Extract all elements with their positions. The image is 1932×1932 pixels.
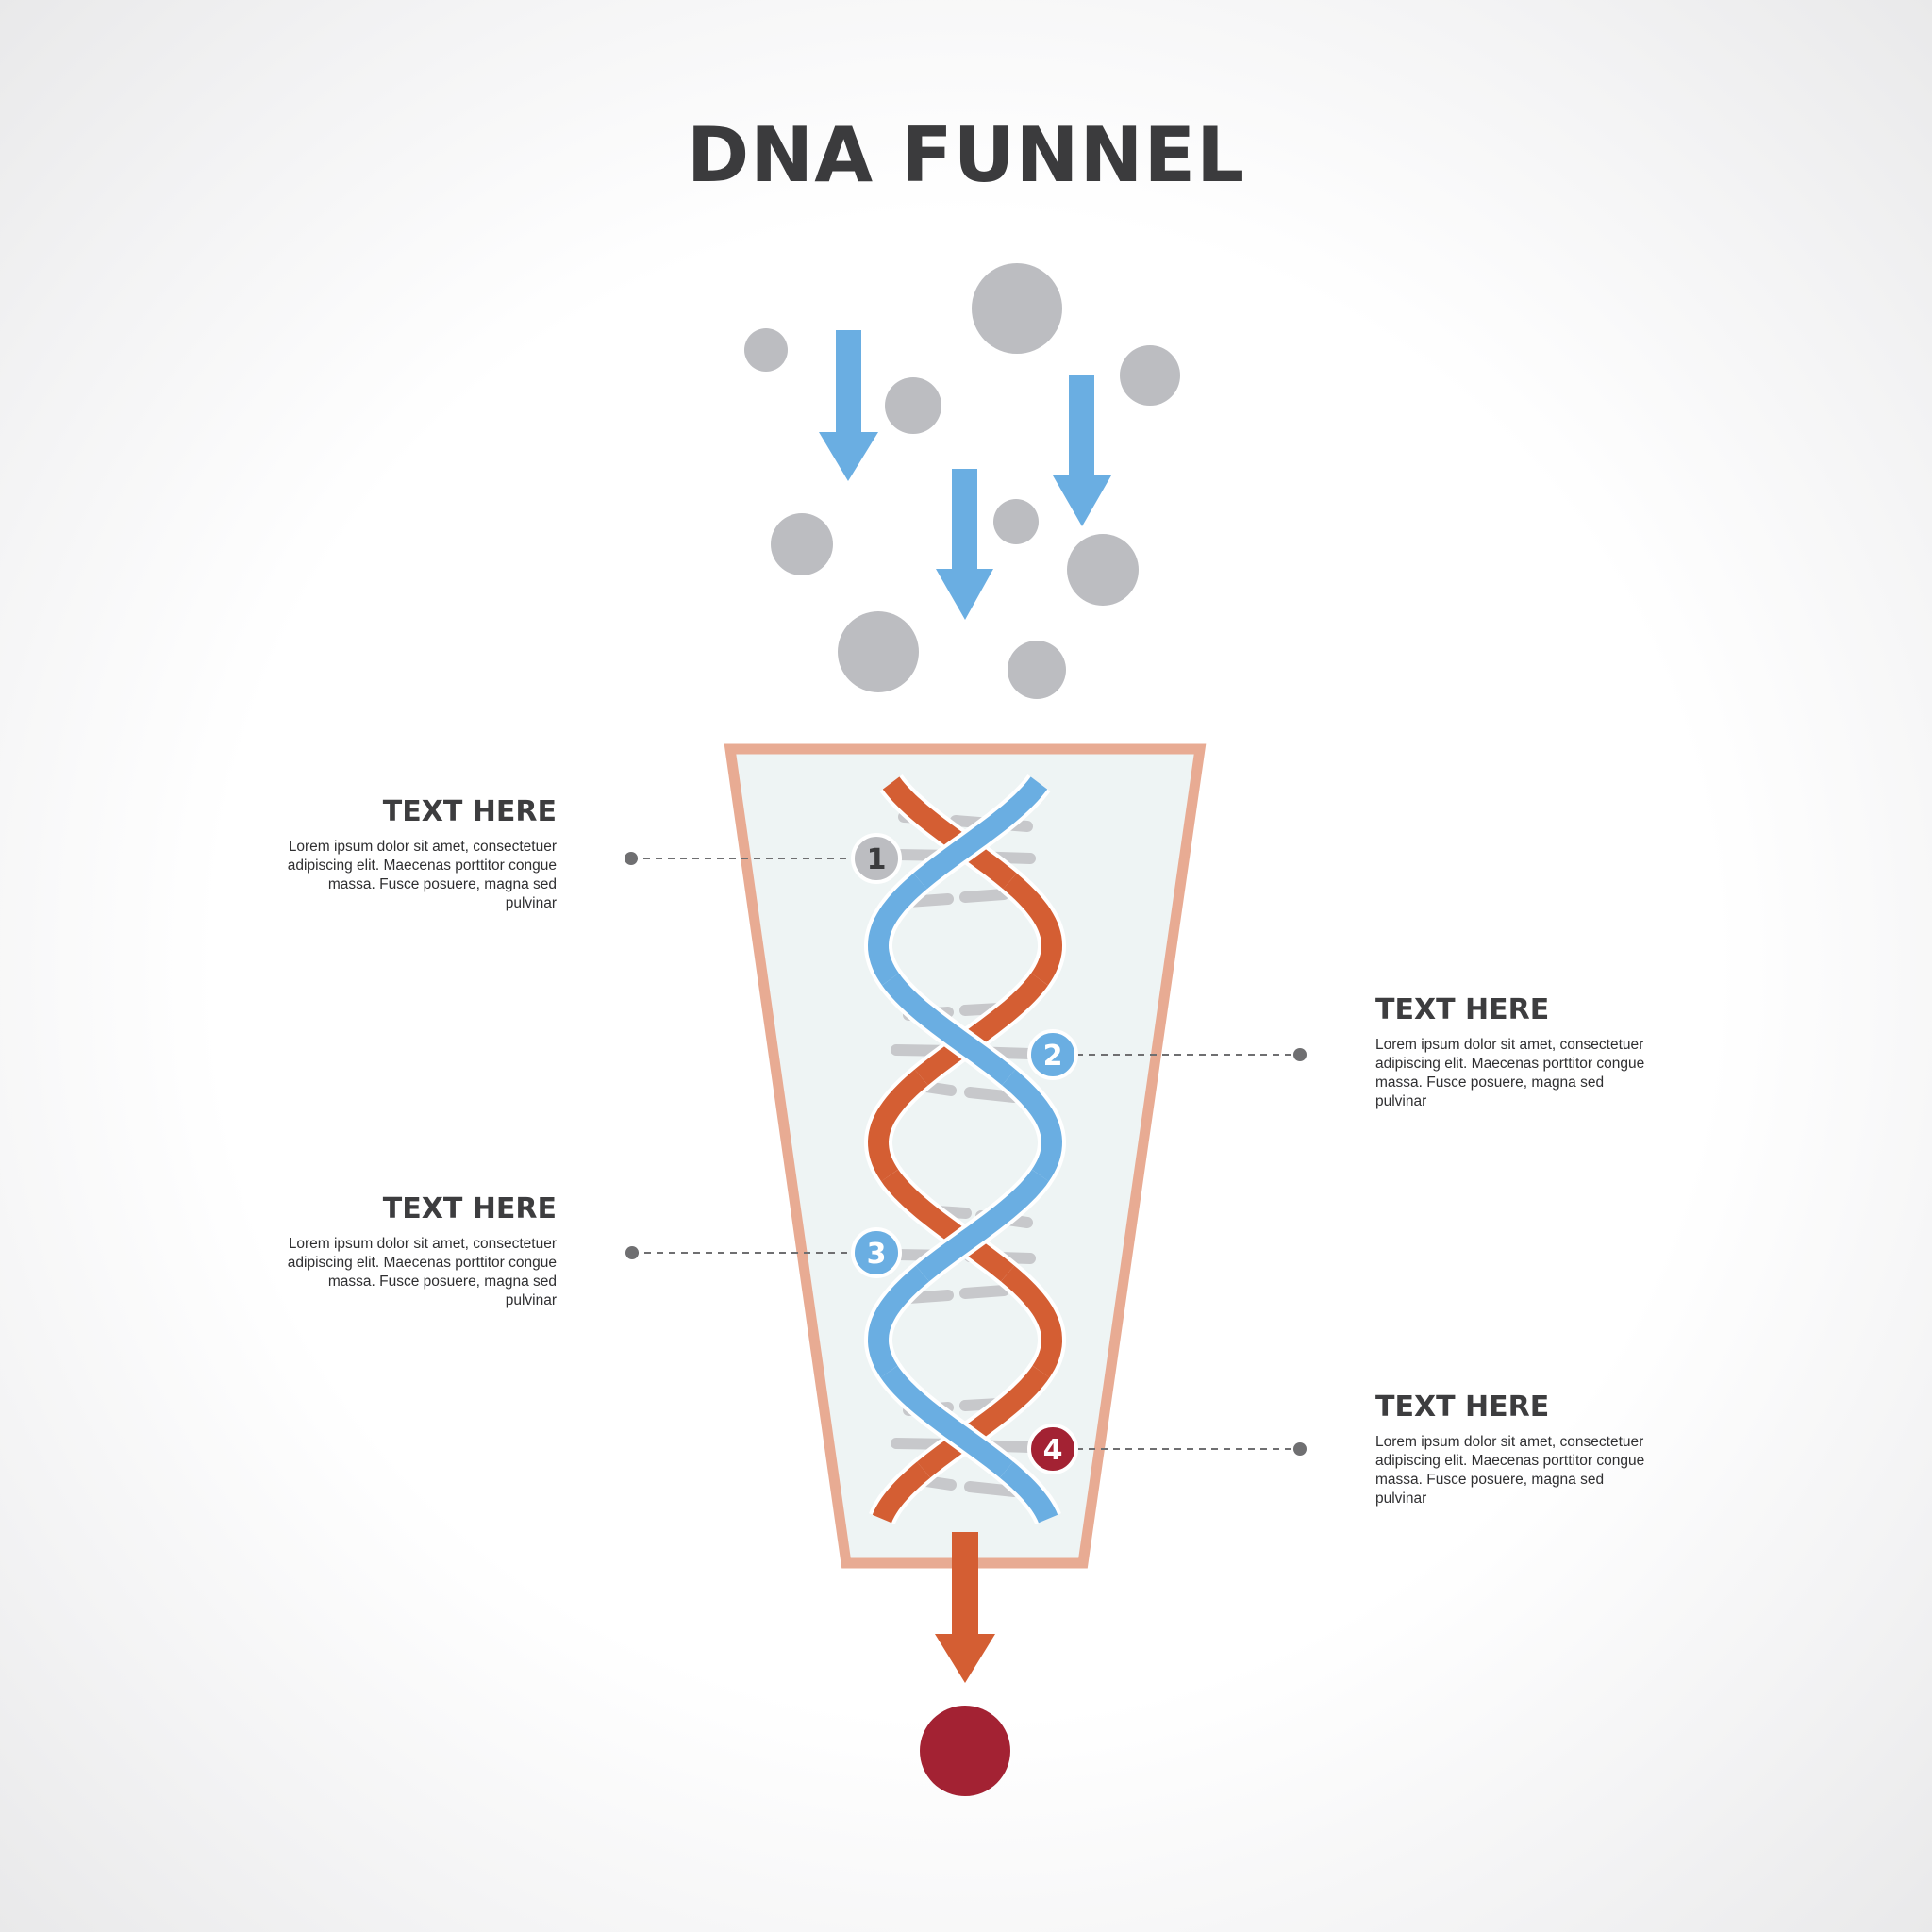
step-heading: TEXT HERE bbox=[382, 1192, 557, 1225]
input-particles bbox=[744, 263, 1180, 699]
step-callout-2: TEXT HERE Lorem ipsum dolor sit amet, co… bbox=[1375, 993, 1658, 1111]
step-description: Lorem ipsum dolor sit amet, consectetuer… bbox=[1375, 1037, 1645, 1109]
dna-strand-orange bbox=[1000, 1265, 1063, 1382]
step-heading: TEXT HERE bbox=[382, 795, 557, 828]
dna-strand-blue bbox=[880, 1365, 1018, 1482]
particle bbox=[1067, 534, 1139, 606]
step-callout-3: TEXT HERE Lorem ipsum dolor sit amet, co… bbox=[274, 1192, 557, 1310]
dna-strand-orange bbox=[1003, 873, 1063, 990]
step-badge-3: 3 bbox=[851, 1227, 902, 1278]
step-badge-2: 2 bbox=[1027, 1029, 1078, 1080]
step-number: 1 bbox=[867, 843, 887, 876]
leader-dot-4 bbox=[1293, 1442, 1307, 1456]
input-arrows bbox=[819, 330, 1111, 620]
dna-strand-blue bbox=[908, 776, 1048, 893]
dna-strand-blue bbox=[867, 873, 927, 990]
dna-strand-orange bbox=[867, 1069, 928, 1186]
step-callout-1: TEXT HERE Lorem ipsum dolor sit amet, co… bbox=[274, 795, 557, 913]
step-description: Lorem ipsum dolor sit amet, consectetuer… bbox=[287, 839, 557, 911]
particle bbox=[972, 263, 1062, 354]
step-number: 3 bbox=[867, 1238, 887, 1271]
down-arrow-icon bbox=[1053, 375, 1111, 526]
dna-strand-blue bbox=[881, 973, 1021, 1090]
dna-strand-blue bbox=[867, 1265, 930, 1382]
funnel bbox=[724, 743, 1207, 1569]
step-description: Lorem ipsum dolor sit amet, consectetuer… bbox=[1375, 1434, 1645, 1507]
dna-strand-orange bbox=[872, 1461, 931, 1524]
page-title: DNA FUNNEL bbox=[686, 111, 1246, 199]
dna-strand-orange bbox=[912, 1365, 1050, 1482]
particle bbox=[744, 328, 788, 372]
step-badge-4: 4 bbox=[1027, 1424, 1078, 1474]
dna-strand-blue bbox=[1002, 1069, 1063, 1186]
dna-strand-blue bbox=[911, 1169, 1049, 1286]
particle bbox=[885, 377, 941, 434]
leader-dot-1 bbox=[625, 852, 638, 865]
output-result-dot bbox=[920, 1706, 1010, 1796]
step-number: 4 bbox=[1043, 1434, 1063, 1467]
particle bbox=[993, 499, 1039, 544]
leader-dot-2 bbox=[1293, 1048, 1307, 1061]
down-arrow-icon bbox=[819, 330, 878, 481]
particle bbox=[1120, 345, 1180, 406]
leader-lines bbox=[625, 852, 1307, 1456]
particle bbox=[838, 611, 919, 692]
step-badge-1: 1 bbox=[851, 833, 902, 884]
down-arrow-icon bbox=[936, 469, 993, 620]
particle bbox=[1008, 641, 1066, 699]
step-heading: TEXT HERE bbox=[1375, 993, 1550, 1026]
output-arrow-icon bbox=[935, 1532, 995, 1683]
step-number: 2 bbox=[1043, 1040, 1063, 1073]
particle bbox=[771, 513, 833, 575]
step-heading: TEXT HERE bbox=[1375, 1391, 1550, 1424]
dna-strand-orange bbox=[882, 776, 1022, 893]
step-callout-4: TEXT HERE Lorem ipsum dolor sit amet, co… bbox=[1375, 1391, 1658, 1508]
dna-strand-orange bbox=[909, 973, 1049, 1090]
leader-dot-3 bbox=[625, 1246, 639, 1259]
step-description: Lorem ipsum dolor sit amet, consectetuer… bbox=[287, 1236, 557, 1308]
dna-strand-orange bbox=[881, 1169, 1019, 1286]
dna-strand-blue bbox=[999, 1461, 1058, 1524]
dna-double-helix bbox=[863, 774, 1067, 1524]
